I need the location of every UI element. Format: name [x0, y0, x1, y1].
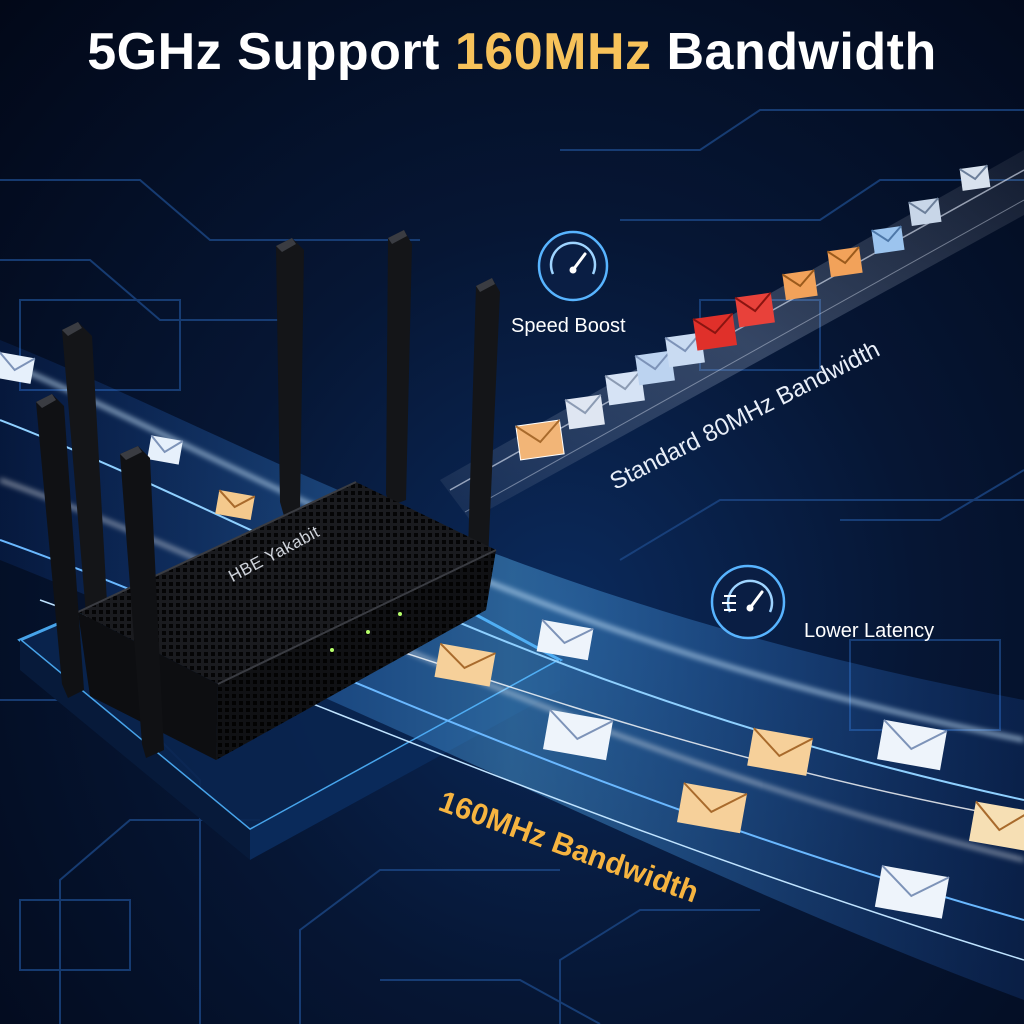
envelope-icon: [747, 727, 814, 776]
envelope-icon: [434, 642, 496, 687]
title-lead: 5GHz Support: [87, 23, 440, 81]
envelope-icon: [147, 434, 184, 465]
speed-boost-label: Speed Boost: [511, 315, 626, 337]
envelope-icon: [515, 419, 565, 461]
fast-gauge-icon: [710, 564, 786, 640]
envelope-icon: [536, 619, 594, 661]
envelope-icon: [870, 225, 905, 254]
envelope-icon: [0, 351, 36, 384]
envelope-icon: [874, 864, 950, 919]
title-tail: Bandwidth: [666, 23, 937, 81]
envelope-icon: [877, 719, 948, 771]
speedometer-icon: [537, 230, 609, 302]
wifi-router: [36, 230, 500, 760]
router-antenna: [36, 394, 84, 698]
envelope-icon: [692, 312, 738, 351]
standard-band-packets: [515, 164, 991, 461]
envelope-icon: [543, 709, 614, 761]
envelope-icon: [959, 164, 991, 191]
envelope-icon: [664, 331, 705, 368]
wide-band-packets: [0, 351, 1024, 919]
envelope-icon: [604, 369, 645, 406]
router-antenna: [386, 230, 412, 506]
router-antenna: [276, 238, 304, 516]
router-antenna: [62, 322, 108, 628]
envelope-icon: [907, 197, 942, 226]
title-highlight: 160MHz: [454, 23, 652, 81]
envelope-icon: [677, 782, 748, 834]
envelope-icon: [564, 393, 605, 430]
envelope-icon: [781, 269, 818, 301]
router-antenna: [468, 278, 500, 566]
envelope-icon: [826, 246, 863, 278]
envelope-icon: [968, 800, 1024, 851]
router-antenna: [120, 446, 164, 758]
page-title: 5GHz Support 160MHz Bandwidth: [0, 22, 1024, 82]
lower-latency-label: Lower Latency: [804, 620, 935, 642]
envelope-icon: [215, 489, 256, 520]
envelope-icon: [734, 291, 775, 328]
envelope-icon: [634, 349, 675, 386]
